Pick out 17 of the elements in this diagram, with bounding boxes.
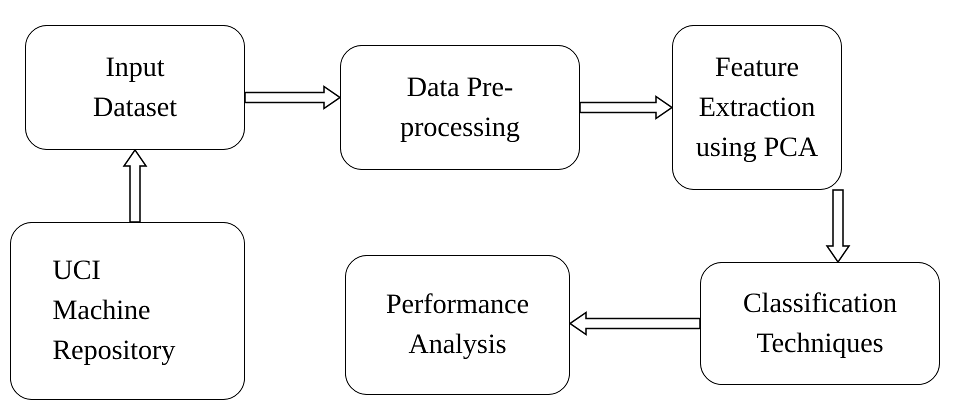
process-box [345,255,570,395]
box-label: Data Pre-processing [399,70,521,144]
box-label: Performance Analysis [384,288,530,362]
process-box [672,25,842,190]
hollow-arrow [122,148,148,223]
process-box [10,222,245,400]
process-box [340,45,580,170]
hollow-arrow [568,311,701,336]
process-box [25,25,245,150]
process-box [700,262,940,385]
box-label: Feature Extraction using PCA [694,50,820,164]
hollow-arrow [579,95,674,120]
box-label: UCI Machine Repository [52,254,176,368]
box-label: Classification Techniques [742,286,898,360]
hollow-arrow [244,85,342,110]
hollow-arrow [826,189,850,264]
box-label: Input Dataset [92,50,178,124]
